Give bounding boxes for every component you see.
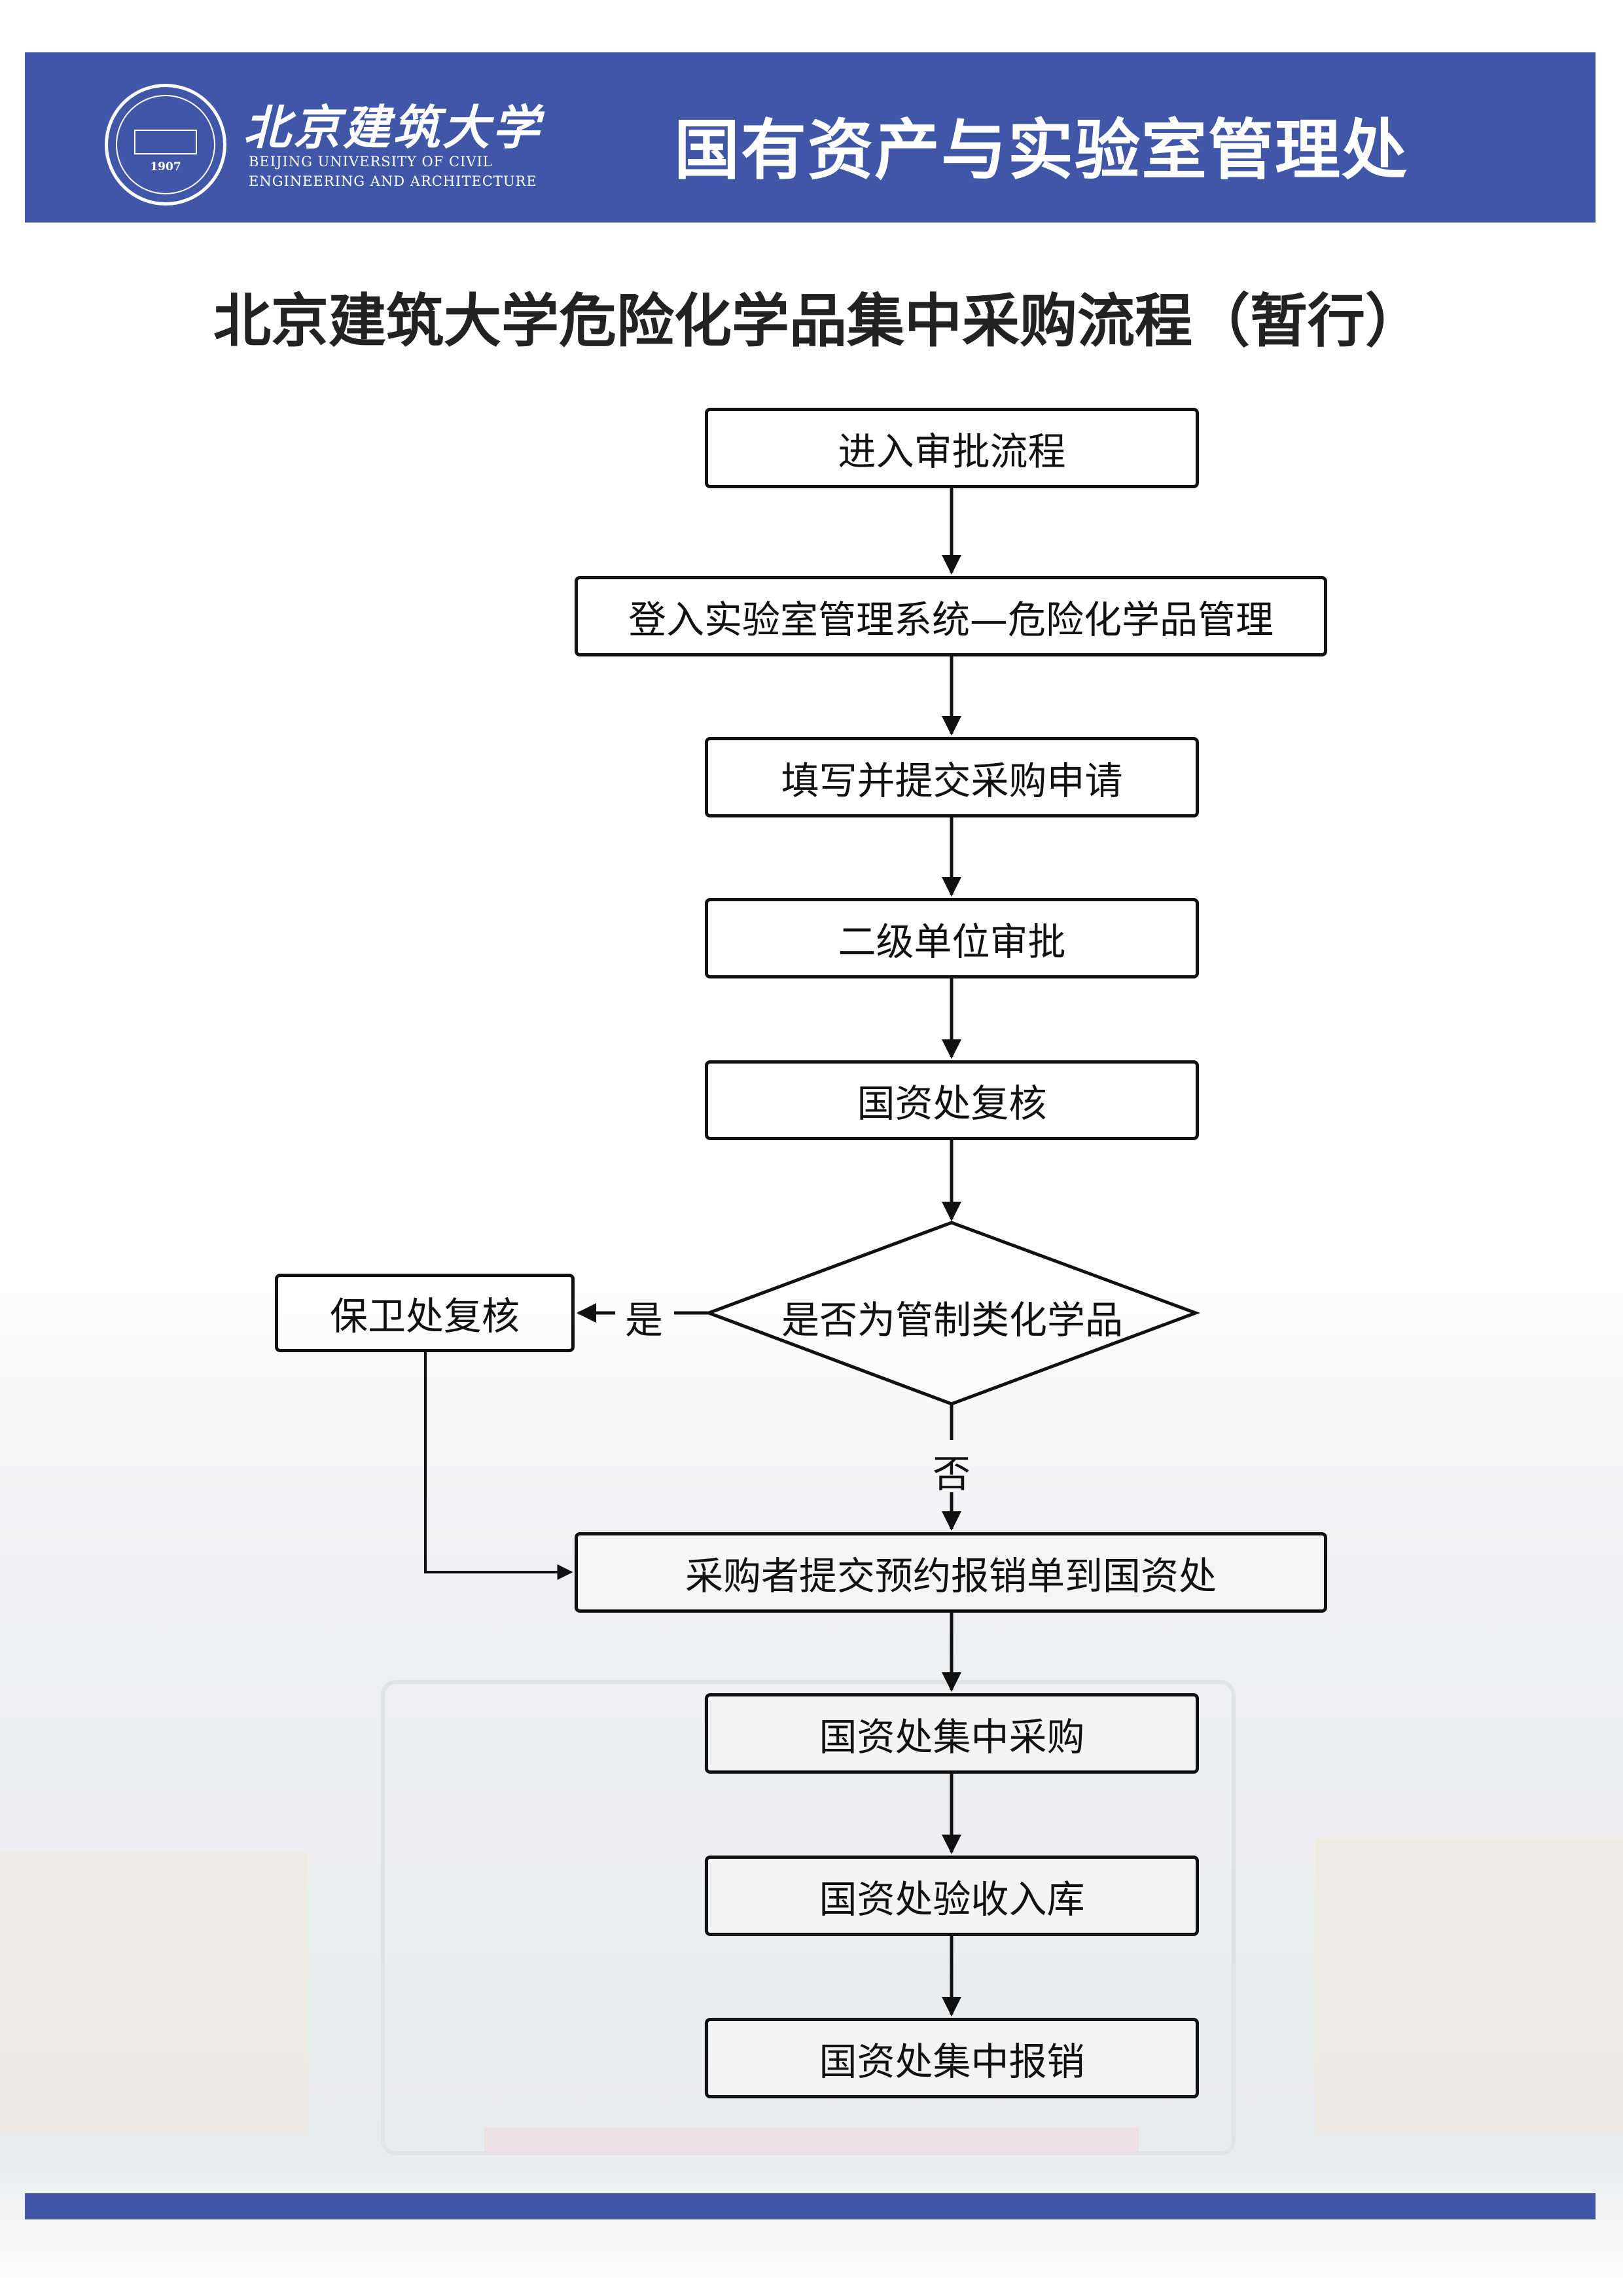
step-central-purchase: 国资处集中采购 (705, 1693, 1199, 1774)
step-asset-office-review: 国资处复核 (705, 1060, 1199, 1140)
yes-label: 是 (625, 1298, 664, 1342)
step-enter-approval: 进入审批流程 (705, 408, 1199, 488)
step-security-review: 保卫处复核 (275, 1274, 575, 1352)
university-name-cn: 北京建筑大学 (243, 99, 543, 155)
footer-band (25, 2193, 1596, 2219)
step-login-system: 登入实验室管理系统—危险化学品管理 (575, 576, 1327, 656)
page-title: 北京建筑大学危险化学品集中采购流程（暂行） (213, 287, 1423, 355)
step-unit-approval: 二级单位审批 (705, 898, 1199, 978)
no-label: 否 (933, 1452, 971, 1496)
step-submit-reimbursement-form: 采购者提交预约报销单到国资处 (575, 1532, 1327, 1613)
step-inspection-storage: 国资处验收入库 (705, 1856, 1199, 1936)
step-submit-request: 填写并提交采购申请 (705, 737, 1199, 817)
header-banner (25, 52, 1596, 223)
step-central-reimbursement: 国资处集中报销 (705, 2018, 1199, 2098)
department-name: 国有资产与实验室管理处 (674, 112, 1408, 188)
decision-text: 是否为管制类化学品 (781, 1298, 1123, 1342)
university-seal-logo: 1907 (105, 84, 226, 206)
